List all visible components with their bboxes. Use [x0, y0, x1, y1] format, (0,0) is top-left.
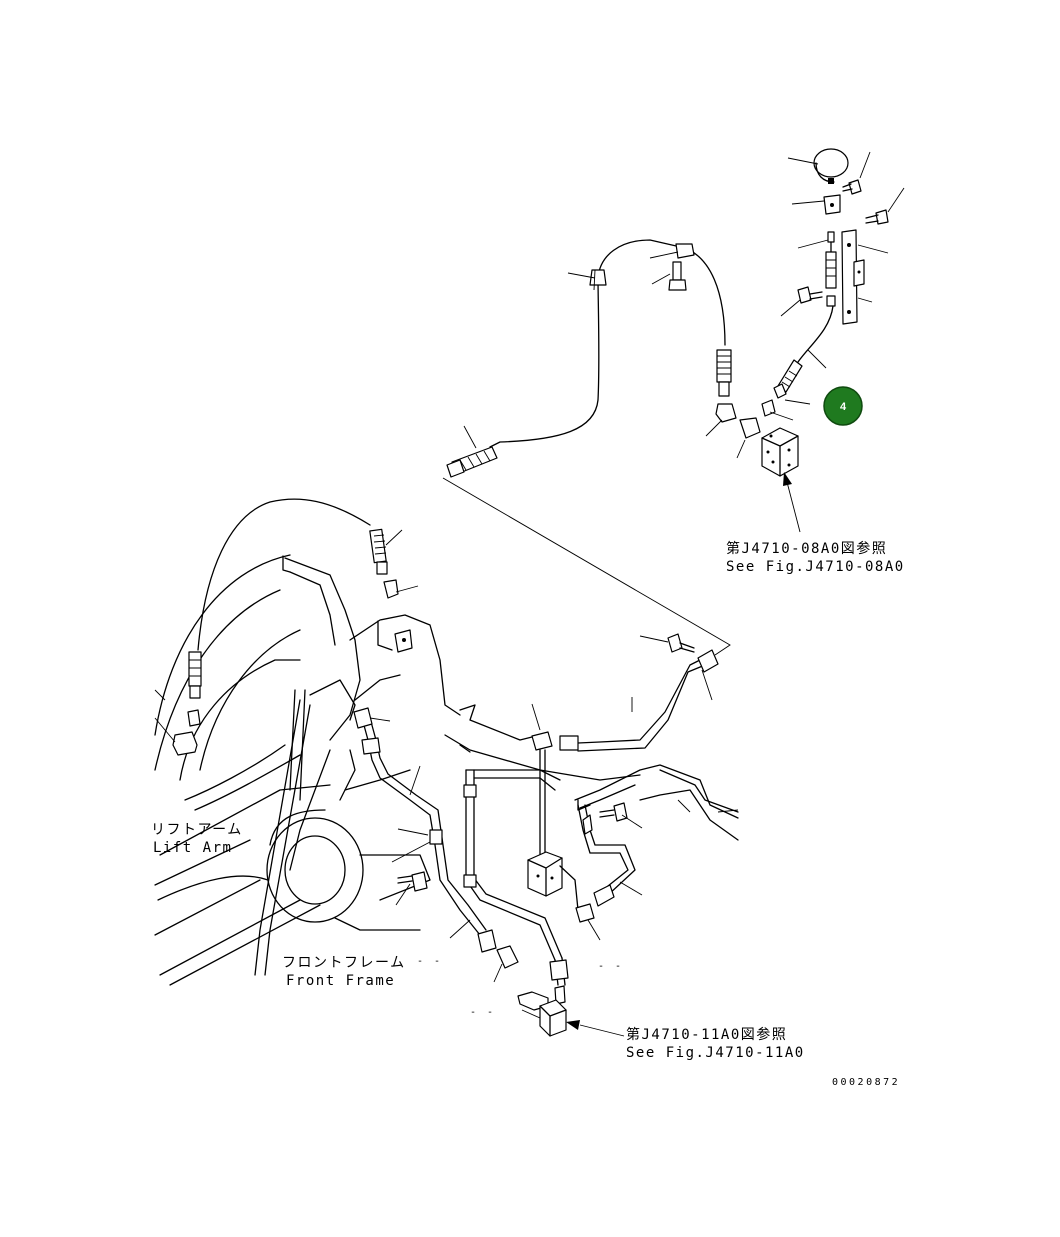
drawing-number: 00020872 — [832, 1077, 900, 1088]
front-frame-label: フロントフレーム Front Frame — [282, 955, 406, 989]
callout-number: 4 — [840, 401, 847, 413]
callout-marker[interactable] — [823, 386, 863, 426]
reference-lower-jp: 第J4710-11A0図参照 — [626, 1026, 787, 1043]
reference-lower: 第J4710-11A0図参照 See Fig.J4710-11A0 — [626, 1026, 805, 1061]
front-frame-label-jp: フロントフレーム — [282, 955, 406, 971]
lift-arm-drawing — [154, 554, 361, 986]
reference-upper: 第J4710-08A0図参照 See Fig.J4710-08A0 — [726, 540, 905, 575]
upper-hose-assembly — [446, 239, 761, 478]
callout-4[interactable]: 4 — [823, 386, 863, 426]
reference-upper-jp: 第J4710-08A0図参照 — [726, 540, 887, 557]
gauge-assembly — [761, 148, 889, 533]
lift-arm-label-jp: リフトアーム — [151, 822, 243, 838]
front-frame-drawing — [157, 614, 739, 976]
front-frame-label-en: Front Frame — [286, 973, 395, 989]
reference-upper-en: See Fig.J4710-08A0 — [726, 559, 905, 575]
dash-mark: - - — [470, 1007, 496, 1018]
leader-lines — [154, 151, 905, 983]
dash-mark: - - — [417, 956, 443, 967]
dash-marks: - - - - - - — [417, 956, 624, 1018]
dash-mark: - - — [598, 961, 624, 972]
lift-arm-label-en: Lift Arm — [153, 840, 232, 856]
lower-piping — [172, 477, 731, 1037]
reference-lower-en: See Fig.J4710-11A0 — [626, 1045, 805, 1061]
lift-arm-label: リフトアーム Lift Arm — [151, 822, 243, 856]
